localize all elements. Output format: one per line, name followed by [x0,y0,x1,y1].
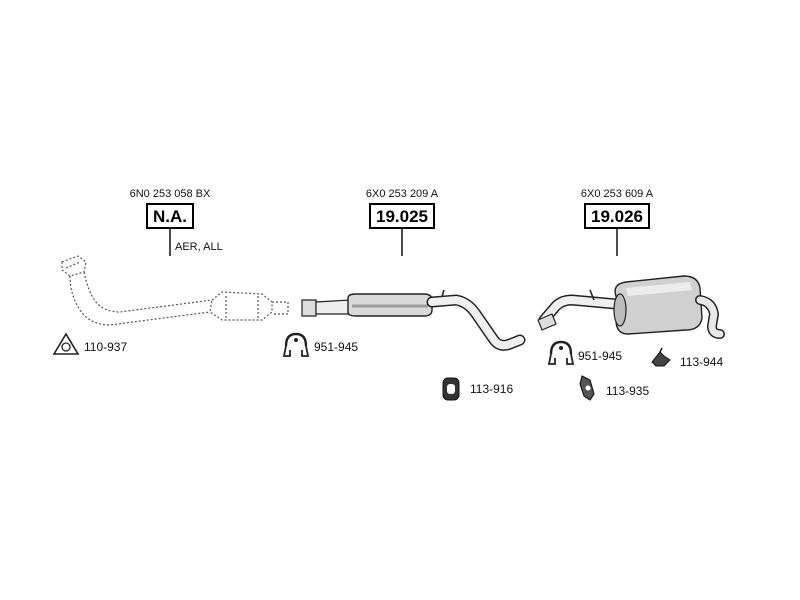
label-box-rear-silencer[interactable] [584,203,650,229]
part-number: 951-945 [314,340,358,354]
rubber-mount-icon [442,377,460,401]
ref-code-centre-silencer: 6X0 253 209 A [366,188,439,200]
part-number: 113-944 [680,355,723,369]
label-front-pipe: N.A. [153,207,187,226]
clamp-icon [547,340,575,365]
part-number: 110-937 [84,340,127,354]
gasket-icon [52,332,80,355]
part-951-945-front[interactable]: 951-945 [282,332,358,357]
front-pipe-drawing [61,255,289,326]
assembly-rear-silencer: 6X0 253 609 A 19.026 [537,188,725,339]
clamp-icon [282,332,310,357]
part-number: 113-916 [470,382,513,396]
hanger-icon [579,375,595,401]
label-rear-silencer: 19.026 [591,207,643,226]
label-centre-silencer: 19.025 [376,207,428,226]
ref-code-front-pipe: 6N0 253 058 BX [130,188,211,200]
part-951-945-rear[interactable]: 951-945 [547,340,622,365]
part-113-944[interactable]: 113-944 [651,347,723,369]
centre-silencer-drawing [301,289,526,351]
part-110-937[interactable]: 110-937 [52,332,127,355]
assembly-centre-silencer: 6X0 253 209 A 19.025 [301,188,526,351]
assembly-front-pipe: 6N0 253 058 BX N.A. AER, ALL [61,188,289,326]
part-113-935[interactable]: 113-935 [579,375,649,401]
note-front-pipe: AER, ALL [175,241,223,253]
part-number: 951-945 [578,349,622,363]
rear-silencer-drawing [537,275,725,339]
label-box-centre-silencer[interactable] [369,203,435,229]
part-113-916[interactable]: 113-916 [442,377,513,401]
bracket-icon [651,347,671,367]
part-number: 113-935 [606,384,649,398]
ref-code-rear-silencer: 6X0 253 609 A [581,188,654,200]
